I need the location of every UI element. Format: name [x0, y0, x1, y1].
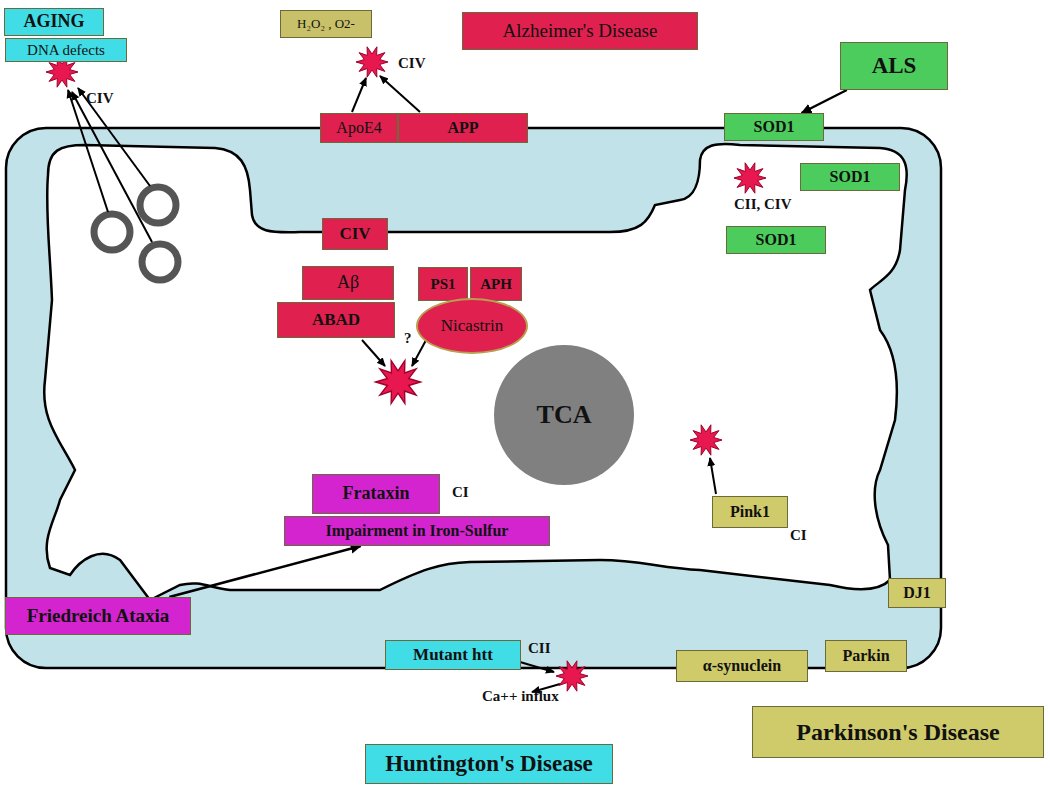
protein-box: SOD1	[800, 163, 900, 191]
protein-box: SOD1	[726, 226, 826, 254]
protein-box: Aβ	[302, 266, 394, 300]
node-text: SOD1	[830, 168, 871, 186]
node-text: Mutant htt	[413, 646, 493, 665]
node-text: Parkin	[842, 647, 889, 665]
node-text: ALS	[872, 53, 917, 78]
node-text: Aβ	[337, 273, 359, 293]
protein-box: ApoE4	[320, 113, 398, 143]
protein-box: Frataxin	[312, 474, 440, 514]
complex-label: CIV	[86, 90, 114, 107]
disease-title: ALS	[840, 42, 948, 90]
protein-box: α-synuclein	[676, 650, 808, 682]
group-title: AGING	[4, 8, 104, 36]
protein-box: PS1	[418, 267, 468, 301]
complex-label: Ca++ influx	[482, 688, 559, 705]
tca-circle: TCA	[494, 345, 634, 485]
finding-box: Impairment in Iron-Sulfur	[284, 516, 550, 546]
cell-outline	[6, 128, 941, 668]
disease-title: Alzheimer's Disease	[462, 12, 698, 50]
node-text: DNA defects	[27, 42, 105, 59]
mitochondrion-outline	[44, 144, 907, 600]
complex-label: CII, CIV	[734, 196, 792, 213]
node-text: APP	[447, 119, 478, 137]
protein-ellipse: Nicastrin	[416, 298, 528, 354]
node-text: Impairment in Iron-Sulfur	[326, 522, 509, 540]
disease-title: Parkinson's Disease	[752, 706, 1044, 758]
node-text: SOD1	[756, 231, 797, 249]
product-box: H₂O₂ , O2-	[280, 10, 372, 38]
complex-label: CI	[452, 484, 469, 501]
connector-arrow	[802, 90, 847, 113]
node-text: DJ1	[903, 584, 931, 602]
protein-box: Parkin	[825, 640, 907, 672]
node-text: Pink1	[730, 503, 770, 521]
node-text: CIV	[339, 225, 370, 244]
protein-box: APP	[398, 113, 528, 143]
complex-label: CIV	[398, 55, 426, 72]
damage-bursts	[46, 47, 766, 691]
disease-title: Friedreich Ataxia	[5, 597, 191, 635]
complex-box: CIV	[322, 218, 388, 250]
node-text: Parkinson's Disease	[796, 719, 999, 745]
protein-box: Pink1	[712, 496, 788, 528]
mtdna-circles	[94, 187, 178, 280]
protein-box: Mutant htt	[385, 640, 521, 670]
node-text: H₂O₂ , O2-	[297, 17, 355, 31]
node-text: ApoE4	[336, 119, 381, 137]
node-text: Alzheimer's Disease	[503, 21, 658, 42]
node-text: ABAD	[312, 311, 360, 330]
complex-label: ?	[404, 330, 412, 347]
complex-label: CII	[528, 640, 551, 657]
protein-box: DJ1	[888, 578, 946, 608]
node-text: PS1	[430, 276, 455, 293]
node-text: Friedreich Ataxia	[27, 606, 170, 627]
node-text: APH	[480, 276, 512, 293]
node-text: Nicastrin	[441, 317, 503, 336]
connector-arrow	[169, 546, 360, 597]
node-text: TCA	[537, 401, 592, 430]
finding-box: DNA defects	[5, 38, 127, 62]
node-text: Huntington's Disease	[385, 751, 593, 776]
complex-label: CI	[790, 527, 807, 544]
protein-box: SOD1	[724, 113, 824, 141]
node-text: AGING	[23, 12, 84, 32]
protein-box: ABAD	[277, 302, 395, 338]
disease-title: Huntington's Disease	[365, 744, 613, 784]
node-text: SOD1	[754, 118, 795, 136]
protein-box: APH	[470, 267, 522, 301]
node-text: α-synuclein	[703, 657, 781, 675]
node-text: Frataxin	[343, 484, 410, 504]
